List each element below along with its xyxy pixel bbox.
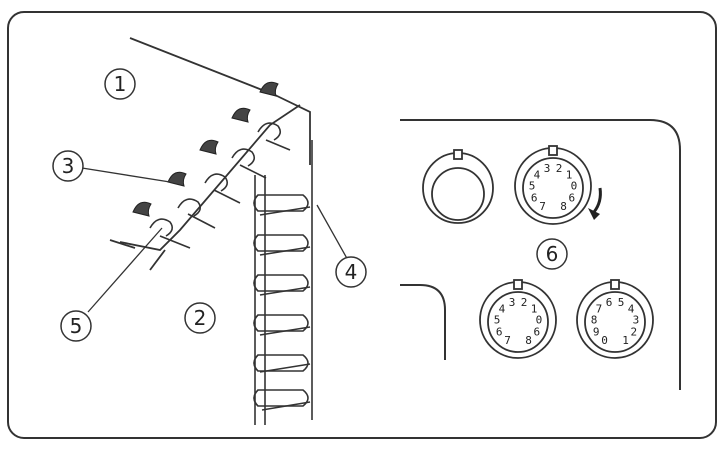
callout-6: 6 [536, 238, 568, 270]
dial-number: 8 [560, 200, 567, 213]
callout-2: 2 [184, 302, 216, 334]
dial-number: 6 [568, 191, 575, 204]
dial-number: 1 [531, 303, 538, 316]
dial-number: 7 [504, 334, 511, 347]
dial-number: 8 [591, 314, 598, 327]
dial-number: 2 [521, 296, 528, 309]
dial-number: 6 [531, 191, 538, 204]
dial-number: 4 [628, 303, 635, 316]
callout-3: 3 [52, 150, 84, 182]
dial-number: 0 [571, 180, 578, 193]
fabric-top-edge [109, 37, 311, 271]
dial-number: 6 [606, 296, 613, 309]
dial-number: 1 [566, 169, 573, 182]
leader-lines [81, 167, 350, 313]
dial-number: 8 [525, 334, 532, 347]
callout-1: 1 [104, 68, 136, 100]
dark-threads [132, 81, 279, 217]
dial-number: 9 [593, 325, 600, 338]
callout-2-label: 2 [194, 306, 207, 330]
diagonal-stitches [149, 122, 291, 249]
dial-number: 4 [499, 303, 506, 316]
dial-number: 0 [536, 314, 543, 327]
dial-number: 3 [509, 296, 516, 309]
dial-number: 6 [496, 325, 503, 338]
callout-5-label: 5 [70, 314, 83, 338]
machine-panel-edge [400, 119, 681, 390]
dial-number: 5 [529, 180, 536, 193]
tension-dial-top [514, 145, 592, 225]
callout-1-label: 1 [114, 72, 127, 96]
dial-number: 2 [630, 325, 637, 338]
dial-direction-arrow [592, 187, 602, 213]
dial-number: 7 [596, 303, 603, 316]
machine-panel-lower-edge [400, 284, 446, 360]
tension-dial-bottom-left [479, 279, 557, 359]
dial-number: 3 [633, 314, 640, 327]
dial-number: 1 [622, 334, 629, 347]
dial-number: 5 [618, 296, 625, 309]
dial-number: 0 [601, 334, 608, 347]
callout-5: 5 [60, 310, 92, 342]
frame [7, 11, 717, 439]
dial-direction-arrowhead [588, 208, 600, 220]
vertical-stitch-column [253, 140, 313, 425]
callout-6-label: 6 [546, 242, 559, 266]
dial-number: 5 [494, 314, 501, 327]
tension-dial-bottom-right [576, 279, 654, 359]
callout-3-label: 3 [62, 154, 75, 178]
dial-number: 3 [544, 162, 551, 175]
callout-4-label: 4 [345, 260, 358, 284]
dial-number: 7 [539, 200, 546, 213]
dial-number: 2 [556, 162, 563, 175]
dial-number: 6 [533, 325, 540, 338]
callout-4: 4 [335, 256, 367, 288]
plain-knob [422, 149, 494, 224]
dial-number: 4 [534, 169, 541, 182]
